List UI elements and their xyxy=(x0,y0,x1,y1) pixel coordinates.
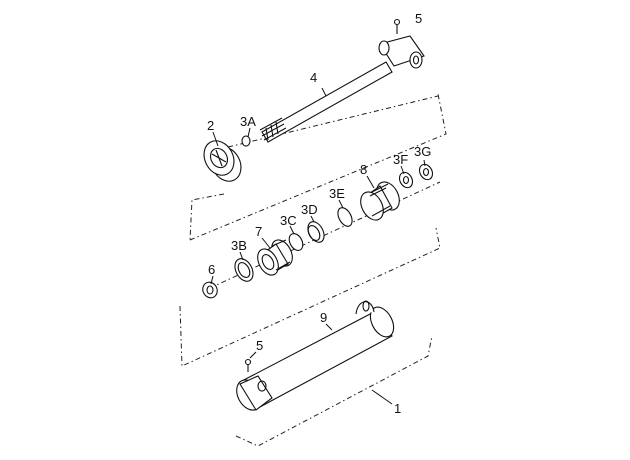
leader-lines xyxy=(210,87,426,405)
ring-3e xyxy=(337,207,353,227)
label-part-3b: 3B xyxy=(231,238,247,253)
bushing-7 xyxy=(257,239,293,276)
label-part-3f: 3F xyxy=(393,152,408,167)
label-part-2: 2 xyxy=(207,118,214,133)
label-part-5-bottom: 5 xyxy=(256,338,263,353)
wiper-3f xyxy=(398,171,414,189)
ring-3b xyxy=(234,258,254,282)
label-part-3g: 3G xyxy=(414,144,431,159)
label-part-4: 4 xyxy=(310,70,317,85)
part-labels: 5 4 2 3A 8 3F 3G 3E 3D 3C 7 3B 6 9 5 1 xyxy=(207,11,431,416)
grease-fitting-bottom xyxy=(244,358,252,372)
barrel xyxy=(236,300,395,411)
label-part-3c: 3C xyxy=(280,213,297,228)
head-gland xyxy=(360,181,400,221)
label-part-1: 1 xyxy=(394,401,401,416)
piston-rod xyxy=(259,35,425,143)
seal-3g xyxy=(418,163,434,181)
label-part-8: 8 xyxy=(360,162,367,177)
label-part-3a: 3A xyxy=(240,114,256,129)
label-part-5-top: 5 xyxy=(415,11,422,26)
label-part-6: 6 xyxy=(208,262,215,277)
grease-fitting-top xyxy=(393,18,401,34)
o-ring-3a xyxy=(241,135,251,147)
nut-6 xyxy=(202,281,218,299)
label-part-3d: 3D xyxy=(301,202,318,217)
label-part-3e: 3E xyxy=(329,186,345,201)
ring-3d xyxy=(307,221,325,243)
piston xyxy=(203,140,242,182)
ring-3c xyxy=(288,233,304,251)
label-part-7: 7 xyxy=(255,224,262,239)
label-part-9: 9 xyxy=(320,310,327,325)
